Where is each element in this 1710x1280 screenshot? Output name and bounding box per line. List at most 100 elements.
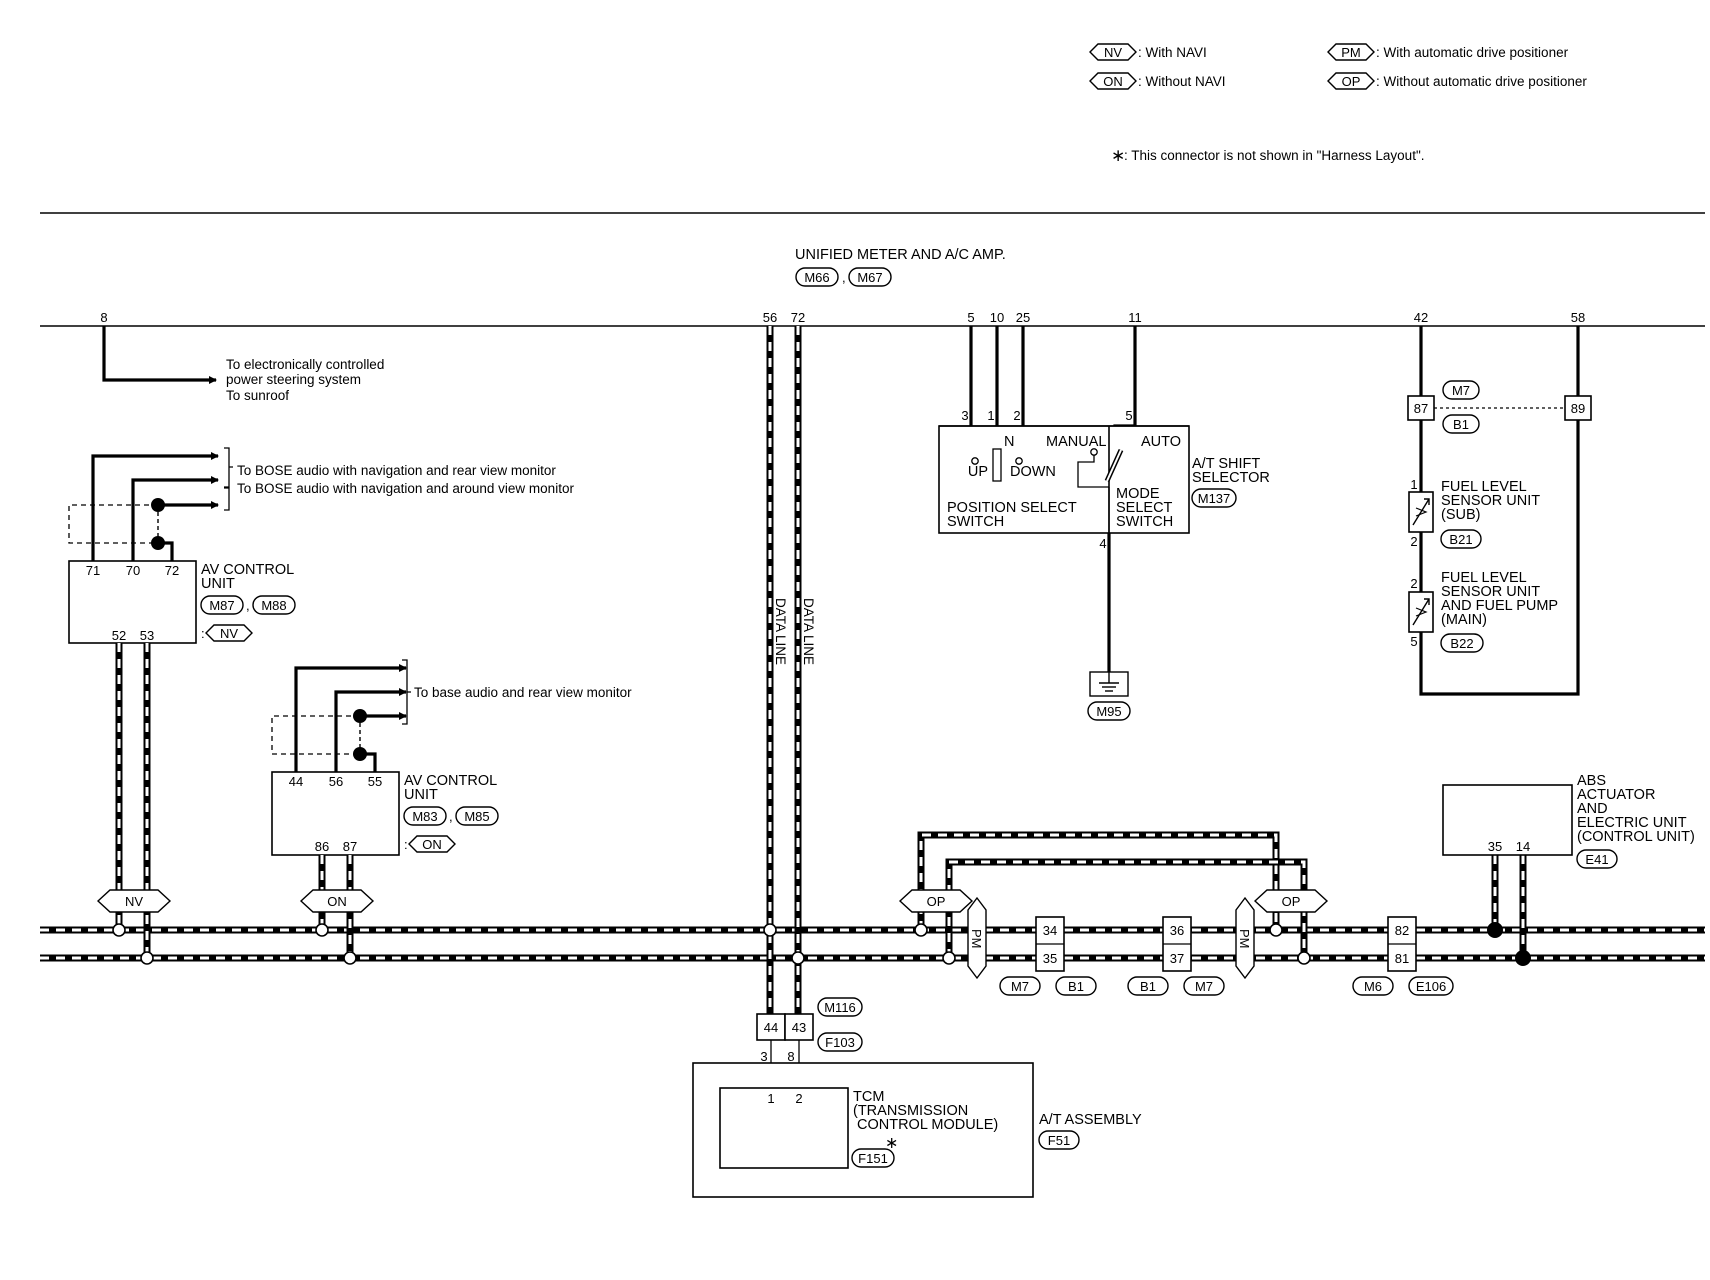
- meter-pin-42: 42: [1414, 310, 1428, 325]
- legend-op-text: : Without automatic drive positioner: [1376, 74, 1587, 89]
- shift-label-pos-2: SWITCH: [947, 514, 1004, 530]
- bus-joint-1-conn-b: B1: [1068, 979, 1084, 994]
- fuel-main-pin-a: 2: [1410, 576, 1417, 591]
- shift-pin-2: 2: [1013, 408, 1020, 423]
- av-nv-tag: NV: [220, 626, 238, 641]
- av-control-unit-on: To base audio and rear view monitor 44 5…: [271, 659, 632, 856]
- av-on-name-2: UNIT: [404, 787, 438, 803]
- tcm-assembly: 44 43 M116 F103 3 8 1 2 TCM (TRANSMISSIO…: [692, 997, 1142, 1198]
- tcm-joint-right-pin: 43: [792, 1020, 806, 1035]
- fuel-sub-line-1: FUEL LEVEL: [1441, 479, 1527, 495]
- bus-tag-nv: NV: [125, 894, 143, 909]
- av-nv-pin-53: 53: [140, 628, 154, 643]
- tcm-pin-2: 2: [795, 1091, 802, 1106]
- fuel-sub-line-2: SENSOR UNIT: [1441, 493, 1540, 509]
- legend-nv-text: : With NAVI: [1138, 45, 1207, 60]
- ground-conn: M95: [1096, 704, 1121, 719]
- meter-pin-5: 5: [967, 310, 974, 325]
- shift-label-auto: AUTO: [1141, 434, 1181, 450]
- bus-joint-1: 34 35 M7 B1: [999, 916, 1097, 996]
- fuel-conn-b1: B1: [1453, 417, 1469, 432]
- meter-pin-72: 72: [791, 310, 805, 325]
- bus-joint-3-bottom: 81: [1395, 951, 1409, 966]
- meter-pin-25: 25: [1016, 310, 1030, 325]
- av-nv-name-1: AV CONTROL: [201, 562, 294, 578]
- av-nv-pin-52: 52: [112, 628, 126, 643]
- steering-note-2: power steering system: [226, 372, 361, 387]
- tcm-joint-left: [756, 1013, 786, 1041]
- base-audio-note: To base audio and rear view monitor: [414, 685, 632, 700]
- bus-joint-1-conn-a: M7: [1011, 979, 1029, 994]
- bus-joint-3-conn-a: M6: [1364, 979, 1382, 994]
- bus-drop-meter: DATA LINE DATA LINE: [766, 326, 820, 1014]
- bus-joint-3-top: 82: [1395, 923, 1409, 938]
- bus-joint-1-top: 34: [1043, 923, 1057, 938]
- bus-tag-on: ON: [327, 894, 347, 909]
- av-nv-box: [68, 560, 197, 644]
- at-assembly-conn: F51: [1048, 1133, 1070, 1148]
- fuel-sub-conn: B21: [1449, 532, 1472, 547]
- fuel-main-line-1: FUEL LEVEL: [1441, 570, 1527, 586]
- tcm-joint-conn-bottom: F103: [825, 1035, 855, 1050]
- meter-title: UNIFIED METER AND A/C AMP.: [795, 247, 1006, 263]
- av-nv-name-2: UNIT: [201, 576, 235, 592]
- tcm-pin-1: 1: [767, 1091, 774, 1106]
- meter-pin-8: 8: [100, 310, 107, 325]
- av-on-pin-44: 44: [289, 774, 303, 789]
- legend-pm-tag: PM: [1341, 45, 1361, 60]
- shift-label-mode-2: SELECT: [1116, 500, 1173, 516]
- meter-pin-10: 10: [990, 310, 1004, 325]
- shift-label-down: DOWN: [1010, 464, 1056, 480]
- meter-conn-2: M67: [857, 270, 882, 285]
- at-assembly-name: A/T ASSEMBLY: [1039, 1112, 1142, 1128]
- av-on-name-1: AV CONTROL: [404, 773, 497, 789]
- abs-line-4: ELECTRIC UNIT: [1577, 815, 1687, 831]
- av-on-pin-55: 55: [368, 774, 382, 789]
- tcm-joint-left-pin: 44: [764, 1020, 778, 1035]
- tcm-pin-3: 3: [760, 1049, 767, 1064]
- shift-conn: M137: [1198, 491, 1231, 506]
- shift-label-up: UP: [968, 464, 988, 480]
- at-shift-selector: 3 1 2 5 UP N DOWN POSITION SELECT SWITCH…: [938, 326, 1270, 721]
- abs-line-2: ACTUATOR: [1577, 787, 1655, 803]
- shift-selector-box: [938, 425, 1190, 534]
- abs-pin-35: 35: [1488, 839, 1502, 854]
- fuel-sensor-sub: 1 2 FUEL LEVEL SENSOR UNIT (SUB) B21: [1408, 477, 1540, 549]
- av-on-pin-86: 86: [315, 839, 329, 854]
- bus-joint-2-top: 36: [1170, 923, 1184, 938]
- av-nv-conn-1: M87: [209, 598, 234, 613]
- fuel-main-line-3: AND FUEL PUMP: [1441, 598, 1558, 614]
- shift-pin-4: 4: [1099, 536, 1106, 551]
- abs-line-1: ABS: [1577, 773, 1606, 789]
- av-nv-pin-72: 72: [165, 563, 179, 578]
- bus-joint-2-conn-b: M7: [1195, 979, 1213, 994]
- steering-branch: To electronically controlled power steer…: [102, 326, 384, 403]
- av-on-tag: ON: [422, 837, 442, 852]
- shift-label-pos-1: POSITION SELECT: [947, 500, 1077, 516]
- av-nv-comma: ,: [246, 598, 250, 613]
- legend-pm-text: : With automatic drive positioner: [1376, 45, 1569, 60]
- tcm-name-2: (TRANSMISSION: [853, 1103, 968, 1119]
- fuel-level-sensors: 87 89 M7 B1 1 2 FUEL LEVEL SENSOR UNIT (…: [1407, 326, 1592, 696]
- tcm-pin-8: 8: [787, 1049, 794, 1064]
- bus-tag-op-2: OP: [1282, 894, 1301, 909]
- shift-label-manual: MANUAL: [1046, 434, 1106, 450]
- av-on-pin-56: 56: [329, 774, 343, 789]
- legend-op: OP : Without automatic drive positioner: [1327, 72, 1587, 90]
- bus-joint-3: 82 81 M6 E106: [1352, 916, 1454, 996]
- av-on-box: [271, 771, 400, 856]
- av-on-conn-2: M85: [464, 809, 489, 824]
- av-nv-pin-71: 71: [86, 563, 100, 578]
- shift-pin-5: 5: [1125, 408, 1132, 423]
- av-control-unit-nv: To BOSE audio with navigation and rear v…: [68, 447, 574, 644]
- bose-note-2: To BOSE audio with navigation and around…: [237, 481, 574, 496]
- av-on-colon: :: [404, 837, 408, 852]
- shift-pin-1: 1: [987, 408, 994, 423]
- fuel-conn-m7: M7: [1452, 383, 1470, 398]
- abs-actuator: 35 14 ABS ACTUATOR AND ELECTRIC UNIT (CO…: [1442, 773, 1695, 869]
- data-line-label-left: DATA LINE: [773, 598, 788, 665]
- bus-joint-3-conn-b: E106: [1416, 979, 1446, 994]
- meter-pin-58: 58: [1571, 310, 1585, 325]
- meter-pin-56: 56: [763, 310, 777, 325]
- legend: NV : With NAVI ON : Without NAVI PM : Wi…: [1089, 43, 1587, 165]
